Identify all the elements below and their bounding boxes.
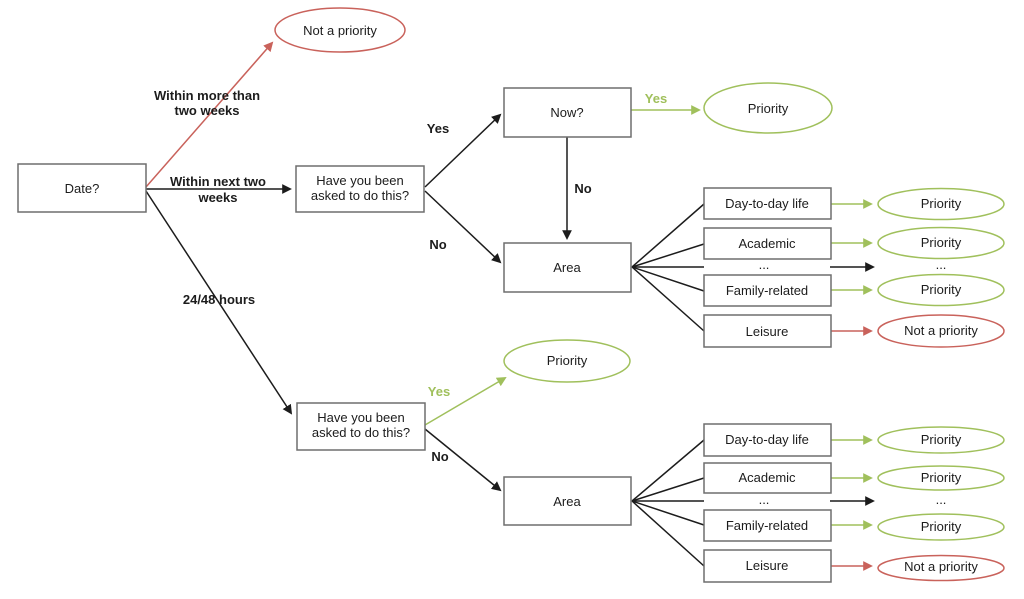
outcome-nodes [274, 7, 1005, 582]
outcome-priority-now-ellipse [703, 82, 833, 134]
within-next-label-line1: Within next two [170, 174, 266, 189]
edges [145, 41, 875, 571]
category-family-top-label: Family-related [726, 283, 808, 298]
dots-outcome-bottom-label: ... [936, 492, 947, 507]
asked-top-label-line1: Have you been [316, 173, 403, 188]
area-top-label: Area [553, 260, 581, 275]
within-more-label-line2: two weeks [174, 103, 239, 118]
priority-now-label: Priority [748, 101, 789, 116]
within-next-label-line2: weeks [197, 190, 237, 205]
priority-asked-bottom-label: Priority [547, 353, 588, 368]
category-box-academic-top [703, 227, 832, 260]
outcome-not-priority-leisure-top-ellipse [877, 314, 1005, 348]
yes-label-asked-top: Yes [427, 121, 449, 136]
category-box-family-bottom [703, 509, 832, 542]
priority-family-bottom-label: Priority [921, 519, 962, 534]
outcome-not-priority-leisure-bottom-ellipse [877, 554, 1005, 582]
no-label-asked-top: No [429, 237, 446, 252]
within-more-label-line1: Within more than [154, 88, 260, 103]
decision-nodes [17, 87, 832, 583]
node-now-box [503, 87, 632, 138]
outcome-priority-academic-top-ellipse [877, 226, 1005, 260]
category-dots-bottom-label: ... [759, 492, 770, 507]
date-label: Date? [65, 181, 100, 196]
node-area-bottom-box [503, 476, 632, 526]
not-priority-top-label: Not a priority [303, 23, 377, 38]
asked-bottom-label-line2: asked to do this? [312, 425, 410, 440]
category-box-leisure-top [703, 314, 832, 348]
now-label: Now? [550, 105, 583, 120]
yes-label-asked-bottom: Yes [428, 384, 450, 399]
category-day-top-label: Day-to-day life [725, 196, 809, 211]
node-area-top-box [503, 242, 632, 293]
priority-day-top-label: Priority [921, 196, 962, 211]
hours-label: 24/48 hours [183, 292, 255, 307]
category-academic-bottom-label: Academic [738, 470, 796, 485]
category-dots-top-label: ... [759, 257, 770, 272]
priority-day-bottom-label: Priority [921, 432, 962, 447]
asked-top-label-line2: asked to do this? [311, 188, 409, 203]
edge-asked-bottom-no-to-area [424, 428, 502, 492]
asked-bottom-label-line1: Have you been [317, 410, 404, 425]
edge-area-top-to-family [631, 266, 705, 292]
node-date-box [17, 163, 147, 213]
dots-outcome-top-label: ... [936, 257, 947, 272]
category-box-day-top [703, 187, 832, 220]
edge-date-to-asked-bottom [145, 190, 293, 415]
yes-label-now: Yes [645, 91, 667, 106]
not-priority-leisure-bottom-label: Not a priority [904, 559, 978, 574]
edge-area-bottom-to-family [631, 500, 705, 526]
outcome-priority-family-bottom-ellipse [877, 513, 1005, 541]
no-label-asked-bottom: No [431, 449, 448, 464]
outcome-priority-day-top-ellipse [877, 187, 1005, 221]
edge-area-top-to-leisure [631, 266, 705, 332]
node-asked-top-box [295, 165, 425, 213]
node-labels: Date? Have you been asked to do this? No… [65, 105, 809, 573]
edge-labels: Within more than two weeks Within next t… [154, 88, 667, 464]
outcome-not-priority-top-ellipse [274, 7, 406, 53]
node-asked-bottom-box [296, 402, 426, 451]
category-box-leisure-bottom [703, 549, 832, 583]
outcome-priority-academic-bottom-ellipse [877, 465, 1005, 491]
edge-area-bottom-to-leisure [631, 500, 705, 567]
category-box-day-bottom [703, 423, 832, 457]
category-box-family-top [703, 274, 832, 307]
edge-date-to-not-priority [145, 41, 274, 188]
not-priority-leisure-top-label: Not a priority [904, 323, 978, 338]
category-academic-top-label: Academic [738, 236, 796, 251]
edge-asked-top-no-to-area [424, 190, 502, 264]
category-family-bottom-label: Family-related [726, 518, 808, 533]
outcome-labels: Not a priority Priority Priority Priorit… [303, 23, 978, 574]
edge-asked-bottom-yes-to-priority [424, 377, 507, 426]
area-bottom-label: Area [553, 494, 581, 509]
outcome-priority-day-bottom-ellipse [877, 426, 1005, 454]
outcome-priority-family-top-ellipse [877, 273, 1005, 307]
category-day-bottom-label: Day-to-day life [725, 432, 809, 447]
category-leisure-bottom-label: Leisure [746, 558, 789, 573]
edge-area-top-to-academic [631, 243, 705, 268]
edge-area-bottom-to-day [631, 439, 705, 502]
edge-asked-top-yes-to-now [424, 113, 502, 188]
priority-academic-bottom-label: Priority [921, 470, 962, 485]
priority-family-top-label: Priority [921, 282, 962, 297]
category-leisure-top-label: Leisure [746, 324, 789, 339]
category-box-academic-bottom [703, 462, 832, 494]
outcome-priority-asked-bottom-ellipse [503, 339, 631, 383]
no-label-now: No [574, 181, 591, 196]
edge-area-top-to-day [631, 203, 705, 268]
priority-academic-top-label: Priority [921, 235, 962, 250]
edge-area-bottom-to-academic [631, 477, 705, 502]
